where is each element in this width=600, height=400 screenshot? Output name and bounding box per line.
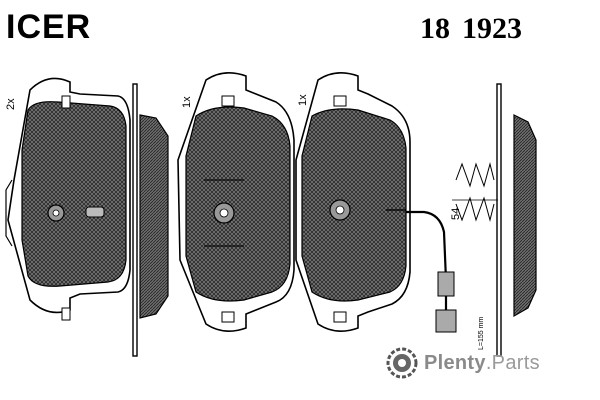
part-number-value: 1923 <box>462 12 522 45</box>
brand-logo: ICER <box>6 10 91 44</box>
sensor-dimension: 54 <box>450 208 462 220</box>
pad3-quantity: 1x <box>297 94 309 106</box>
part-number: 18 1923 <box>420 14 522 44</box>
pad2-quantity: 1x <box>181 96 193 108</box>
sensor-length: L=155 mm <box>478 317 485 350</box>
brake-pad-3-side <box>496 83 537 357</box>
pad1-quantity: 2x <box>5 98 17 110</box>
brake-pad-2 <box>177 72 295 332</box>
watermark-text: Plenty.Parts <box>424 352 540 375</box>
brand-name: ICER <box>6 8 92 46</box>
brake-pad-1 <box>5 77 131 321</box>
plentyparts-watermark: Plenty.Parts <box>386 346 540 380</box>
wear-sensor <box>406 162 498 333</box>
brake-pad-1-side <box>132 83 169 357</box>
watermark-brand-rest: .Parts <box>485 351 540 374</box>
watermark-brand-bold: Plenty <box>424 351 486 374</box>
brake-pad-drawing: 2x 1x 1x 54 L=155 mm <box>5 72 537 357</box>
brake-pad-3 <box>295 72 411 332</box>
part-prefix: 18 <box>420 12 450 45</box>
gear-camera-icon <box>386 347 418 379</box>
